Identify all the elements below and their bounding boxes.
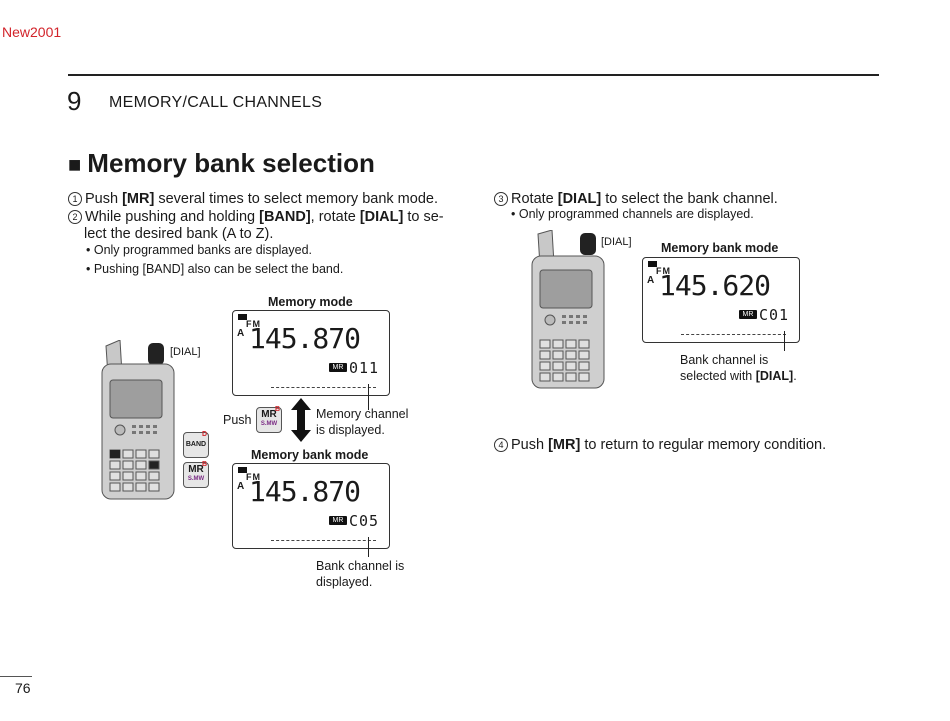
leader-line-2 [368, 537, 369, 557]
lcd-a: A [237, 481, 245, 492]
lcd-mr-badge: MR [329, 363, 347, 372]
battery-icon [238, 314, 247, 320]
footer-rule [0, 676, 32, 677]
memory-channel-caption-2: is displayed. [316, 423, 385, 437]
lcd-a: A [647, 275, 655, 286]
mr-key-sup: B [274, 406, 280, 413]
mr-key-button: B MR S.MW [183, 461, 209, 488]
lcd-channel: C05 [349, 512, 380, 530]
mr-key-sub: S.MW [260, 421, 278, 427]
band-key-ref: [BAND] [259, 209, 311, 225]
corner-tag: New2001 [2, 24, 62, 40]
bullet-channels: • Only programmed channels are displayed… [511, 207, 754, 221]
mr-key-sub: S.MW [187, 476, 205, 482]
chapter-title: MEMORY/CALL CHANNELS [109, 94, 323, 111]
bank-channel-caption-2: displayed. [316, 575, 373, 589]
right-bank-caption-1: Bank channel is [680, 353, 769, 367]
lcd-frequency: 145.870 [249, 475, 361, 508]
lcd-scale [271, 382, 376, 388]
mr-key-label: MR [261, 409, 277, 420]
lcd-memory-bank-mode: FM A 145.870 MR C05 [232, 463, 390, 549]
memory-channel-caption: Memory channel is displayed. [316, 406, 408, 438]
battery-icon [238, 467, 247, 473]
dial-key-ref: [DIAL] [359, 209, 404, 225]
lcd-fm: FM [656, 266, 671, 276]
lcd-fm: FM [246, 472, 261, 482]
lcd-mr-badge: MR [329, 516, 347, 525]
step-2-number: 2 [68, 210, 82, 224]
memory-bank-mode-label: Memory bank mode [251, 448, 369, 462]
lcd-right-memory-bank: FM A 145.620 MR C01 [642, 257, 800, 343]
radio-illustration-right [531, 230, 605, 389]
dial-label-left: [DIAL] [170, 346, 201, 358]
bullet-banks: • Only programmed banks are displayed. [86, 243, 313, 257]
mr-key-label: MR [188, 464, 204, 475]
memory-channel-caption-1: Memory channel [316, 407, 409, 421]
battery-icon [648, 261, 657, 267]
lcd-channel: C01 [759, 306, 790, 324]
right-bank-caption-2: selected with [DIAL]. [680, 368, 797, 384]
section-title: ■Memory bank selection [68, 148, 375, 179]
band-key-button: D BAND [183, 431, 209, 458]
step-2-text-c: to se- [403, 209, 444, 225]
push-label: Push [223, 413, 252, 427]
mr-key-ref: [MR] [548, 437, 581, 453]
leader-line-3 [784, 331, 785, 351]
right-bank-caption-2c: . [793, 369, 797, 383]
lcd-mr-badge: MR [739, 310, 757, 319]
step-2-text-a: While pushing and holding [85, 209, 260, 225]
step-3-text-a: Rotate [511, 191, 558, 207]
lcd-scale [271, 535, 376, 541]
bank-channel-caption-1: Bank channel is [316, 559, 405, 573]
step-1-text-a: Push [85, 191, 123, 207]
double-arrow-icon [291, 398, 311, 442]
lcd-scale [681, 329, 786, 335]
radio-illustration-left [101, 340, 175, 500]
dial-key-ref: [DIAL] [557, 191, 602, 207]
step-1-number: 1 [68, 192, 82, 206]
step-4-text-b: to return to regular memory condition. [580, 437, 827, 453]
right-bank-caption-2a: selected with [680, 369, 756, 383]
leader-line-1 [368, 384, 369, 410]
right-memory-bank-mode-label: Memory bank mode [661, 241, 779, 255]
bank-channel-caption: Bank channel is displayed. [316, 558, 404, 590]
mr-key-sup: B [201, 461, 207, 468]
step-4-text-a: Push [511, 437, 549, 453]
step-4-number: 4 [494, 438, 508, 452]
step-2-text-b: , rotate [310, 209, 360, 225]
right-bank-caption: Bank channel is selected with [DIAL]. [680, 352, 797, 384]
section-title-text: Memory bank selection [87, 148, 375, 178]
band-key-sup: D [201, 431, 207, 438]
chapter-number: 9 [67, 86, 82, 116]
dial-key-ref: [DIAL] [755, 369, 794, 383]
mr-key-ref: [MR] [122, 191, 155, 207]
page-number: 76 [15, 680, 31, 696]
header-rule [68, 74, 879, 76]
step-3-number: 3 [494, 192, 508, 206]
lcd-memory-mode: FM A 145.870 MR 011 [232, 310, 390, 396]
mr-key-push: B MR S.MW [256, 406, 282, 433]
lcd-a: A [237, 328, 245, 339]
step-3-text-b: to select the bank channel. [601, 191, 778, 207]
section-square-icon: ■ [68, 152, 82, 177]
lcd-frequency: 145.620 [659, 269, 771, 302]
step-2-line-2: lect the desired bank (A to Z). [84, 226, 274, 242]
step-1-text-b: several times to select memory bank mode… [154, 191, 438, 207]
bullet-band: • Pushing [BAND] also can be select the … [86, 262, 344, 276]
lcd-frequency: 145.870 [249, 322, 361, 355]
memory-mode-label: Memory mode [268, 295, 353, 309]
band-key-label: BAND [185, 441, 207, 448]
dial-label-right: [DIAL] [601, 236, 632, 248]
lcd-fm: FM [246, 319, 261, 329]
lcd-channel: 011 [349, 359, 380, 377]
